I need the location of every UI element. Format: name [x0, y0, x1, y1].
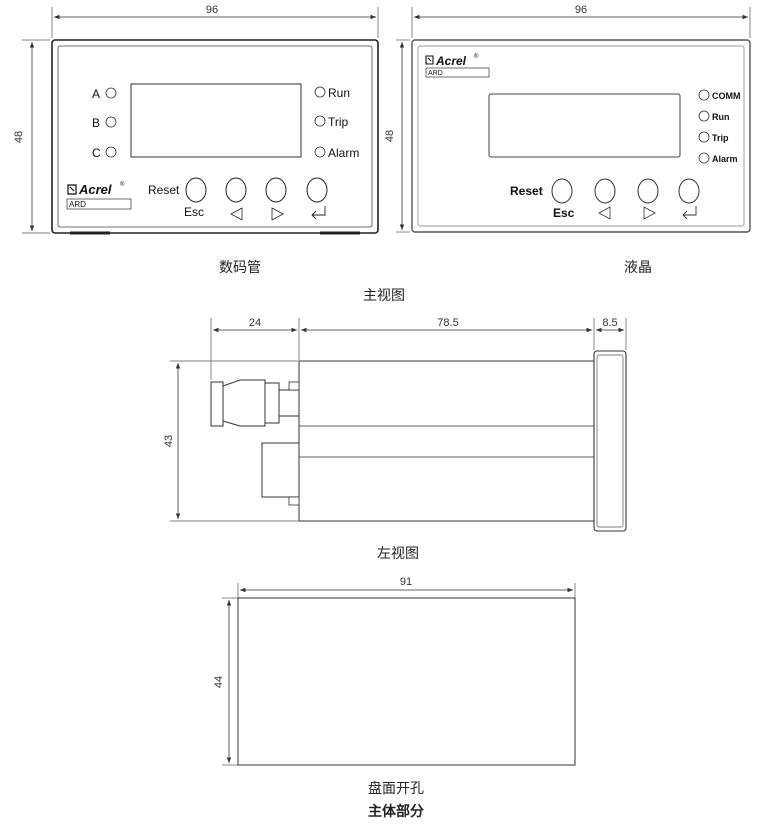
right-arrow-icon	[643, 206, 656, 220]
rear-plug	[210, 381, 224, 427]
front-view-caption: 主视图	[363, 288, 405, 304]
side-front-bezel	[593, 350, 627, 532]
footer-title: 主体部分	[368, 803, 424, 820]
lcd-right-button[interactable]	[637, 178, 659, 204]
rear-depth-dim: 24	[249, 317, 261, 329]
led-display-window	[130, 83, 302, 158]
led-brand-name: Acrel	[78, 182, 112, 197]
led-caption: 数码管	[219, 260, 261, 276]
lcd-trip-label: Trip	[712, 133, 729, 143]
rear-connector-1	[222, 379, 266, 427]
led-panel-inner	[57, 45, 373, 228]
rear-connector-2	[261, 442, 300, 498]
led-enter-button[interactable]	[306, 177, 328, 203]
lcd-panel-inner	[417, 45, 745, 227]
lcd-left-button[interactable]	[594, 178, 616, 204]
cutout-caption: 盘面开孔	[368, 780, 424, 797]
lcd-width-dim: 96	[575, 4, 587, 16]
lcd-alarm-indicator	[698, 152, 710, 164]
lcd-alarm-label: Alarm	[712, 154, 738, 164]
lcd-caption: 液晶	[624, 260, 652, 276]
lcd-reset-esc-button[interactable]	[551, 178, 573, 204]
side-body	[298, 360, 595, 522]
left-arrow-icon	[598, 206, 611, 220]
registered-mark: ®	[120, 181, 125, 188]
acrel-logo-icon	[67, 184, 77, 195]
led-model-box	[66, 198, 132, 210]
registered-mark: ®	[474, 53, 479, 60]
led-phase-c-indicator	[105, 146, 117, 158]
led-width-dim: 96	[206, 4, 218, 16]
led-right-button[interactable]	[265, 177, 287, 203]
lcd-height-dim: 48	[384, 130, 396, 142]
led-phase-b-indicator	[105, 116, 117, 128]
panel-cutout: 91 44	[213, 576, 576, 766]
lcd-run-indicator	[698, 110, 710, 122]
led-alarm-indicator	[314, 146, 326, 158]
lcd-esc-label: Esc	[553, 206, 575, 220]
lcd-brand-name: Acrel	[435, 54, 467, 68]
enter-icon	[682, 206, 697, 220]
led-phase-a-indicator	[105, 87, 117, 99]
side-height-dim: 43	[163, 435, 175, 447]
lcd-model-box	[425, 67, 490, 78]
front-view-led: 96 48 A B C Run Trip Alarm Acrel ® ARD	[13, 4, 379, 235]
lcd-model-label: ARD	[428, 70, 443, 77]
lcd-enter-button[interactable]	[678, 178, 700, 204]
led-trip-indicator	[314, 115, 326, 127]
led-left-button[interactable]	[225, 177, 247, 203]
led-model-label: ARD	[69, 200, 86, 209]
led-phase-b-label: B	[92, 116, 100, 130]
left-arrow-icon	[230, 207, 243, 221]
led-trip-label: Trip	[328, 115, 349, 129]
lcd-comm-label: COMM	[712, 91, 741, 101]
side-view: 24 78.5 8.5 43	[163, 317, 627, 532]
cutout-height-dim: 44	[213, 676, 225, 688]
acrel-logo-icon	[425, 55, 434, 65]
lcd-comm-indicator	[698, 89, 710, 101]
led-phase-a-label: A	[92, 87, 100, 101]
lcd-reset-label: Reset	[510, 184, 543, 198]
cutout-width-dim: 91	[400, 576, 412, 588]
body-depth-dim: 78.5	[437, 317, 458, 329]
cutout-rectangle	[237, 597, 576, 766]
front-view-lcd: 96 48 Acrel ® ARD COMM Run Trip Alarm Re…	[384, 4, 751, 233]
led-phase-c-label: C	[92, 146, 101, 160]
led-reset-esc-button[interactable]	[185, 177, 207, 203]
enter-icon	[311, 206, 326, 220]
led-run-label: Run	[328, 86, 350, 100]
lcd-run-label: Run	[712, 112, 730, 122]
led-reset-label: Reset	[148, 183, 180, 197]
led-height-dim: 48	[13, 131, 25, 143]
right-arrow-icon	[271, 207, 284, 221]
led-alarm-label: Alarm	[328, 146, 359, 160]
lcd-trip-indicator	[698, 131, 710, 143]
led-esc-label: Esc	[184, 205, 204, 219]
side-view-caption: 左视图	[377, 546, 419, 562]
lcd-display-window	[488, 93, 681, 158]
led-run-indicator	[314, 86, 326, 98]
front-depth-dim: 8.5	[602, 317, 617, 329]
